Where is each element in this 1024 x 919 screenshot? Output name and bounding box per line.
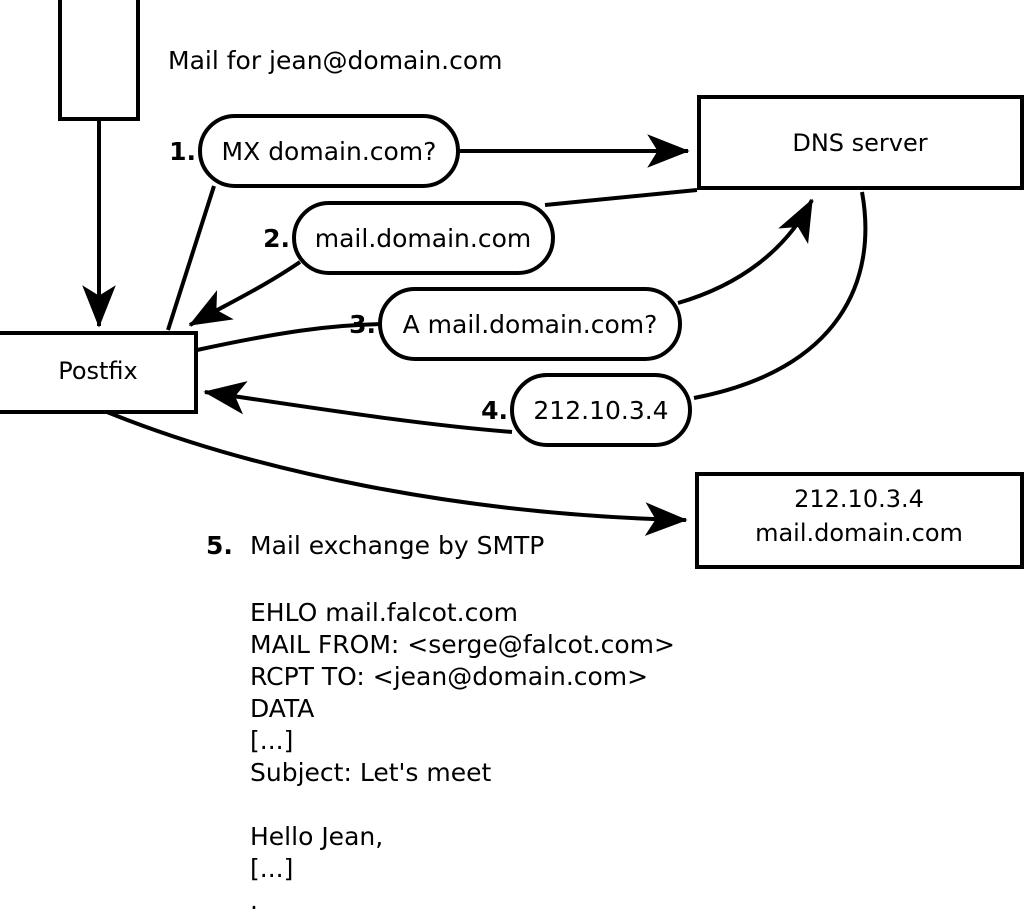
target-mailserver-hostname: mail.domain.com: [755, 519, 963, 547]
connector-step4-to-postfix: [203, 381, 513, 434]
postfix-box: [0, 331, 198, 414]
connector-postfix-to-step3: [196, 322, 383, 352]
transcript-line: Subject: Let's meet: [250, 758, 491, 787]
transcript-line: Hello Jean,: [250, 822, 383, 851]
step-1-bubble: [198, 114, 460, 188]
transcript-line: [...]: [250, 854, 293, 883]
step-5-number: 5.: [206, 531, 233, 560]
step-2-bubble: [292, 201, 555, 275]
connector-step3-to-dns: [677, 198, 814, 305]
step-4-label: 212.10.3.4: [533, 396, 668, 425]
dns-server-label: DNS server: [792, 129, 927, 157]
step-3-number: 3.: [349, 310, 376, 339]
transcript-line: RCPT TO: <jean@domain.com>: [250, 662, 648, 691]
step-2-label: mail.domain.com: [315, 224, 531, 253]
target-mailserver-ip: 212.10.3.4: [794, 485, 924, 513]
target-mailserver-box: [695, 472, 1024, 569]
step-1-label: MX domain.com?: [222, 137, 437, 166]
step-5-label: Mail exchange by SMTP: [250, 531, 544, 560]
transcript-line: MAIL FROM: <serge@falcot.com>: [250, 630, 675, 659]
step-4-bubble: [510, 373, 692, 447]
connector-postfix-to-mailserver: [106, 410, 688, 536]
transcript-line: DATA: [250, 694, 314, 723]
mail-for-caption: Mail for jean@domain.com: [168, 46, 503, 75]
step-3-label: A mail.domain.com?: [403, 310, 658, 339]
step-2-number: 2.: [263, 224, 290, 253]
step-4-number: 4.: [481, 396, 508, 425]
connector-dns-to-step4: [693, 191, 868, 400]
transcript-line: .: [250, 886, 258, 915]
postfix-label: Postfix: [58, 357, 138, 385]
connector-step2-to-postfix: [188, 260, 302, 327]
step-3-bubble: [378, 287, 682, 361]
connector-dns-to-step2: [544, 188, 698, 207]
dns-server-box: [697, 95, 1024, 190]
connector-postfix-to-step1: [166, 185, 216, 331]
transcript-line: [...]: [250, 726, 293, 755]
step-1-number: 1.: [169, 137, 196, 166]
client-box: [58, 0, 140, 121]
smtp-transcript: EHLO mail.falcot.com MAIL FROM: <serge@f…: [250, 598, 675, 915]
transcript-line: EHLO mail.falcot.com: [250, 598, 518, 627]
